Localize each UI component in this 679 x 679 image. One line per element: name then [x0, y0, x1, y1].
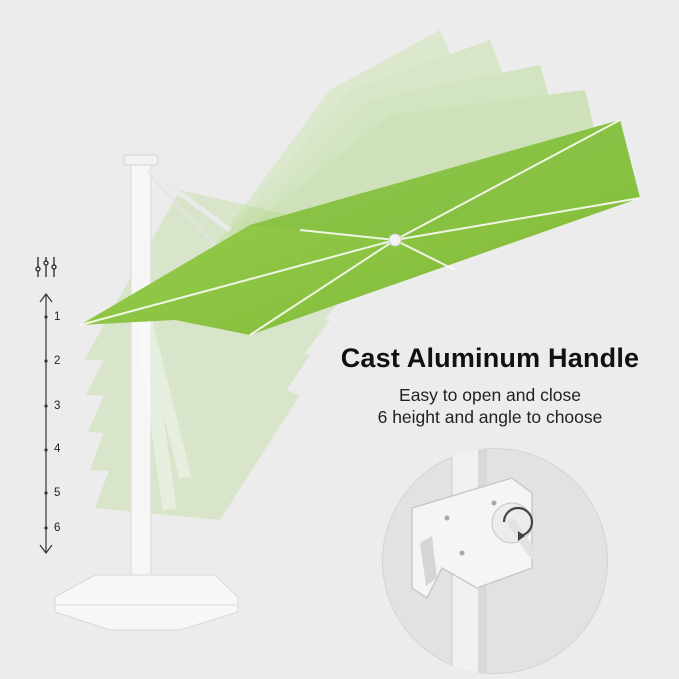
- height-level-6: 6: [54, 522, 61, 534]
- up-down-arrow-icon: [39, 293, 53, 554]
- subtitle-line-2: 6 height and angle to choose: [377, 407, 603, 427]
- height-level-1: 1: [54, 311, 61, 323]
- rotate-icon: [502, 506, 534, 541]
- height-level-2: 2: [54, 355, 61, 367]
- sliders-icon: [35, 257, 57, 277]
- handle-closeup: [382, 448, 608, 674]
- crank-handle: [411, 448, 562, 674]
- height-level-3: 3: [54, 400, 61, 412]
- height-level-4: 4: [54, 443, 61, 455]
- headline: Cast Aluminum Handle: [340, 343, 640, 373]
- subtitle-line-1: Easy to open and close: [399, 385, 581, 405]
- umbrella-base: [54, 574, 239, 631]
- height-level-5: 5: [54, 487, 61, 499]
- height-scale: [28, 250, 78, 560]
